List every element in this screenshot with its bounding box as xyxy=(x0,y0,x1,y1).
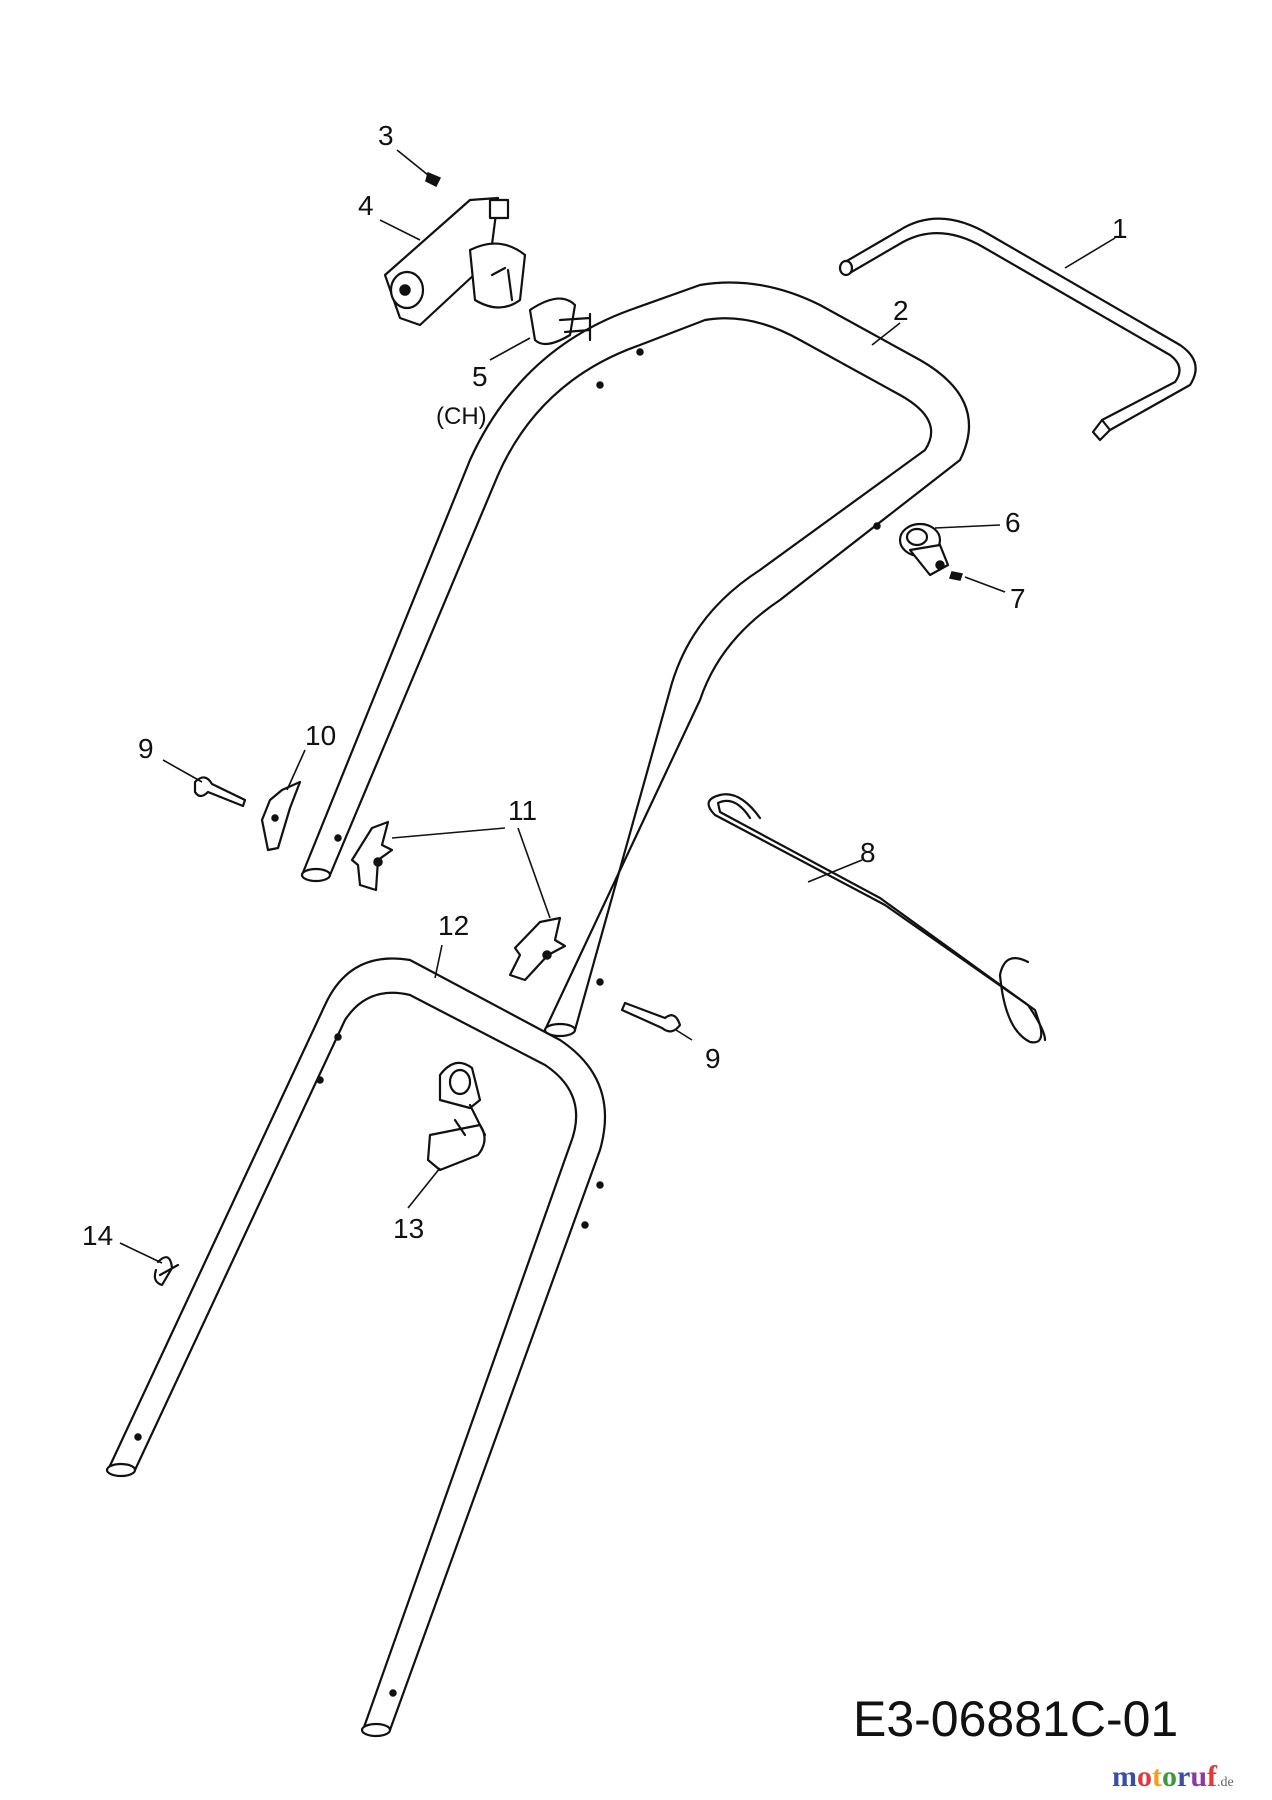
callout-11: 11 xyxy=(508,795,537,826)
callout-6: 6 xyxy=(1005,507,1021,538)
watermark-suffix: .de xyxy=(1217,1775,1234,1790)
callout-5-sub: (CH) xyxy=(436,403,487,430)
watermark-letter: r xyxy=(1177,1760,1191,1793)
wing-knob-part xyxy=(350,820,394,892)
callout-9-upper: 9 xyxy=(138,733,154,764)
watermark-letter: o xyxy=(1162,1760,1177,1793)
callout-2: 2 xyxy=(893,295,909,326)
callout-9-lower: 9 xyxy=(705,1043,721,1074)
callout-4: 4 xyxy=(358,190,374,221)
watermark-logo: motoruf.de xyxy=(1112,1760,1234,1794)
clamp-part xyxy=(898,522,950,577)
callout-3: 3 xyxy=(378,120,394,151)
watermark-letter: m xyxy=(1112,1760,1137,1793)
control-bar-part xyxy=(838,217,1197,442)
wing-knob-part xyxy=(508,916,567,982)
watermark-letters: motoruf xyxy=(1112,1760,1217,1793)
screw-7-part xyxy=(949,571,963,581)
watermark-letter: o xyxy=(1137,1760,1152,1793)
lower-handle-part xyxy=(105,957,607,1738)
cable-holder-part xyxy=(383,196,527,327)
clip-part xyxy=(153,1256,180,1287)
bolt-9b-part xyxy=(620,1001,682,1033)
callout-5: 5 xyxy=(472,361,488,392)
watermark-letter: u xyxy=(1190,1760,1208,1793)
drawing-code: E3-06881C-01 xyxy=(853,1691,1179,1747)
callout-8: 8 xyxy=(860,837,876,868)
callout-13: 13 xyxy=(393,1213,424,1244)
plug-part xyxy=(528,297,592,346)
cable-guide-part xyxy=(426,1061,487,1172)
callout-1: 1 xyxy=(1112,213,1128,244)
callout-10: 10 xyxy=(305,720,336,751)
watermark-letter: t xyxy=(1152,1760,1162,1793)
wire-rod-part xyxy=(707,793,1047,1044)
callout-14: 14 xyxy=(82,1220,113,1251)
watermark-letter: f xyxy=(1207,1760,1218,1793)
callout-7: 7 xyxy=(1010,583,1026,614)
leader-lines xyxy=(119,149,1116,1264)
bracket-part xyxy=(260,780,302,852)
upper-handle-part xyxy=(300,281,970,1038)
bolt-9a-part xyxy=(193,776,247,808)
screw-3-part xyxy=(425,171,442,188)
callout-12: 12 xyxy=(438,910,469,941)
